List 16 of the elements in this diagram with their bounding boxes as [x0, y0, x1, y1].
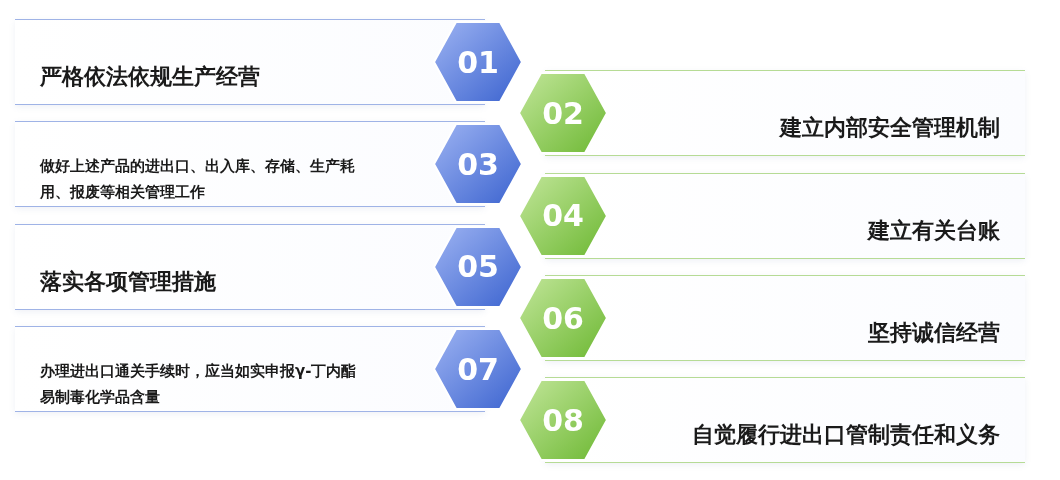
step-number: 01 — [456, 43, 500, 82]
step-number: 08 — [541, 401, 585, 440]
step-number: 02 — [541, 94, 585, 133]
item-text: 坚持诚信经营 — [867, 319, 1000, 347]
step-number: 03 — [456, 145, 500, 184]
step-number: 05 — [456, 248, 500, 287]
step-number: 07 — [456, 350, 500, 389]
item-text: 建立有关台账 — [866, 216, 1000, 245]
item-text: 落实各项管理措施 — [40, 267, 217, 296]
item-text: 建立内部安全管理机制 — [778, 114, 1000, 143]
item-text: 办理进出口通关手续时，应当如实申报γ-丁内酯易制毒化学品含量 — [40, 361, 358, 409]
item-text: 做好上述产品的进出口、出入库、存储、生产耗用、报废等相关管理工作 — [40, 156, 356, 204]
item-text: 严格依法依规生产经营 — [40, 63, 261, 91]
step-number: 04 — [541, 197, 585, 236]
step-number: 06 — [541, 299, 585, 338]
item-text: 自觉履行进出口管制责任和义务 — [691, 421, 1000, 450]
